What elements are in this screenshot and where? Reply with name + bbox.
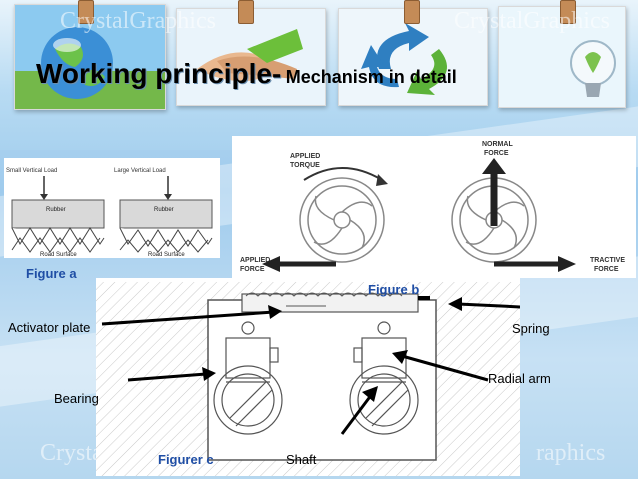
road-label: Road Surface — [148, 252, 185, 258]
figure-a-diagram: Small Vertical Load Rubber Road Surface … — [6, 168, 213, 258]
bearing-label: Bearing — [54, 391, 99, 406]
rubber-label: Rubber — [154, 207, 174, 213]
spring-label: Spring — [512, 321, 550, 336]
figure-c-panel — [96, 278, 543, 476]
figure-a-right: Large Vertical Load Rubber Road Surface — [114, 168, 213, 258]
load-label: Large Vertical Load — [114, 168, 166, 174]
clothes-pin-icon — [78, 0, 94, 24]
figure-b-label: Figure b — [368, 282, 420, 297]
clothes-pin-icon — [238, 0, 254, 24]
normal-force-label: FORCE — [484, 150, 509, 157]
shaft-label: Shaft — [286, 452, 317, 467]
figure-a-left: Small Vertical Load Rubber Road Surface — [6, 168, 105, 258]
applied-torque-label: APPLIED — [290, 153, 320, 160]
watermark: raphics — [536, 440, 606, 466]
clothes-pin-icon — [404, 0, 420, 24]
applied-force-label: APPLIED — [240, 257, 270, 264]
radial-arm-label: Radial arm — [488, 371, 551, 386]
applied-torque-label: TORQUE — [290, 162, 320, 169]
recycle-icon — [339, 9, 487, 105]
figure-b-panel: APPLIED TORQUE NORMAL FORCE APPLIED FORC… — [232, 136, 636, 278]
activator-plate-label: Activator plate — [8, 320, 91, 335]
right-mechanism — [349, 321, 419, 435]
figure-b-diagram: APPLIED TORQUE NORMAL FORCE APPLIED FORC… — [240, 141, 625, 273]
applied-force-label: FORCE — [240, 266, 265, 273]
figure-a-panel: Small Vertical Load Rubber Road Surface … — [4, 158, 220, 258]
left-mechanism — [213, 321, 283, 435]
rubber-label: Rubber — [46, 207, 66, 213]
photo-recycle — [338, 8, 488, 106]
figure-c-label: Figurer c — [158, 452, 214, 467]
watermark: CrystalGraphics — [454, 8, 610, 34]
title-sub: Mechanism in detail — [285, 67, 457, 87]
tractive-force-label: TRACTIVE — [590, 257, 625, 264]
tractive-force-label: FORCE — [594, 266, 619, 273]
wheel-left — [299, 177, 385, 263]
handshake-icon — [177, 9, 325, 105]
figure-c-diagram — [96, 282, 543, 476]
watermark: CrystalGraphics — [60, 8, 216, 34]
normal-force-label: NORMAL — [482, 141, 513, 148]
load-label: Small Vertical Load — [6, 168, 57, 174]
title-main: Working principle- — [36, 58, 282, 89]
clothes-pin-icon — [560, 0, 576, 24]
photo-globe — [14, 4, 166, 110]
slide-title: Working principle- Mechanism in detail — [36, 58, 457, 90]
road-label: Road Surface — [40, 252, 77, 258]
figure-a-label: Figure a — [26, 266, 77, 281]
